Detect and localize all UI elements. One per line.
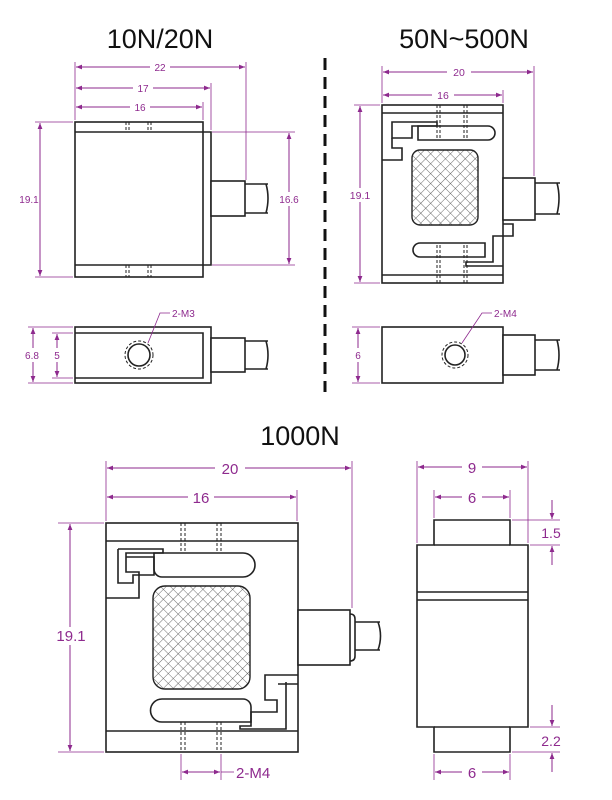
mid-front-view: 20 16 19.1 [346,65,560,284]
dim-small-5: 5 [54,351,60,362]
title-10n-20n: 10N/20N [107,24,214,54]
dim-large-16: 16 [193,490,210,507]
title-50n-500n: 50N~500N [399,24,529,54]
small-side-view: 2-M3 6.8 5 [22,309,269,384]
small-front-view: 22 17 16 19.1 16.6 [19,60,302,278]
dim-small-16: 16 [134,103,146,114]
thread-large: 2-M4 [236,765,270,782]
title-1000n: 1000N [260,421,340,451]
mid-side-view: 2-M4 6 [350,309,560,384]
dim-small-19-1: 19.1 [19,195,39,206]
dim-large-1-5: 1.5 [541,525,561,541]
dim-small-6-8: 6.8 [25,351,39,362]
dim-large-side-9: 9 [468,460,476,477]
thread-mid: 2-M4 [494,309,517,320]
dim-large-2-2: 2.2 [541,733,561,749]
large-side-view: 9 6 1.5 2.2 6 [416,458,561,782]
large-front-view: 20 16 19.1 2-M4 [54,459,382,782]
dim-large-side-6: 6 [468,490,476,507]
dim-mid-16: 16 [437,90,449,102]
dim-large-20: 20 [222,461,239,478]
thread-small: 2-M3 [172,309,195,320]
dim-mid-19-1: 19.1 [350,190,371,202]
dim-mid-6: 6 [355,351,361,362]
dim-large-19-1: 19.1 [56,628,85,645]
dim-small-22: 22 [154,63,166,74]
dim-small-16-6: 16.6 [279,195,299,206]
dim-mid-20: 20 [453,67,465,79]
dim-large-bottom-6: 6 [468,765,476,782]
dim-small-17: 17 [137,84,149,95]
